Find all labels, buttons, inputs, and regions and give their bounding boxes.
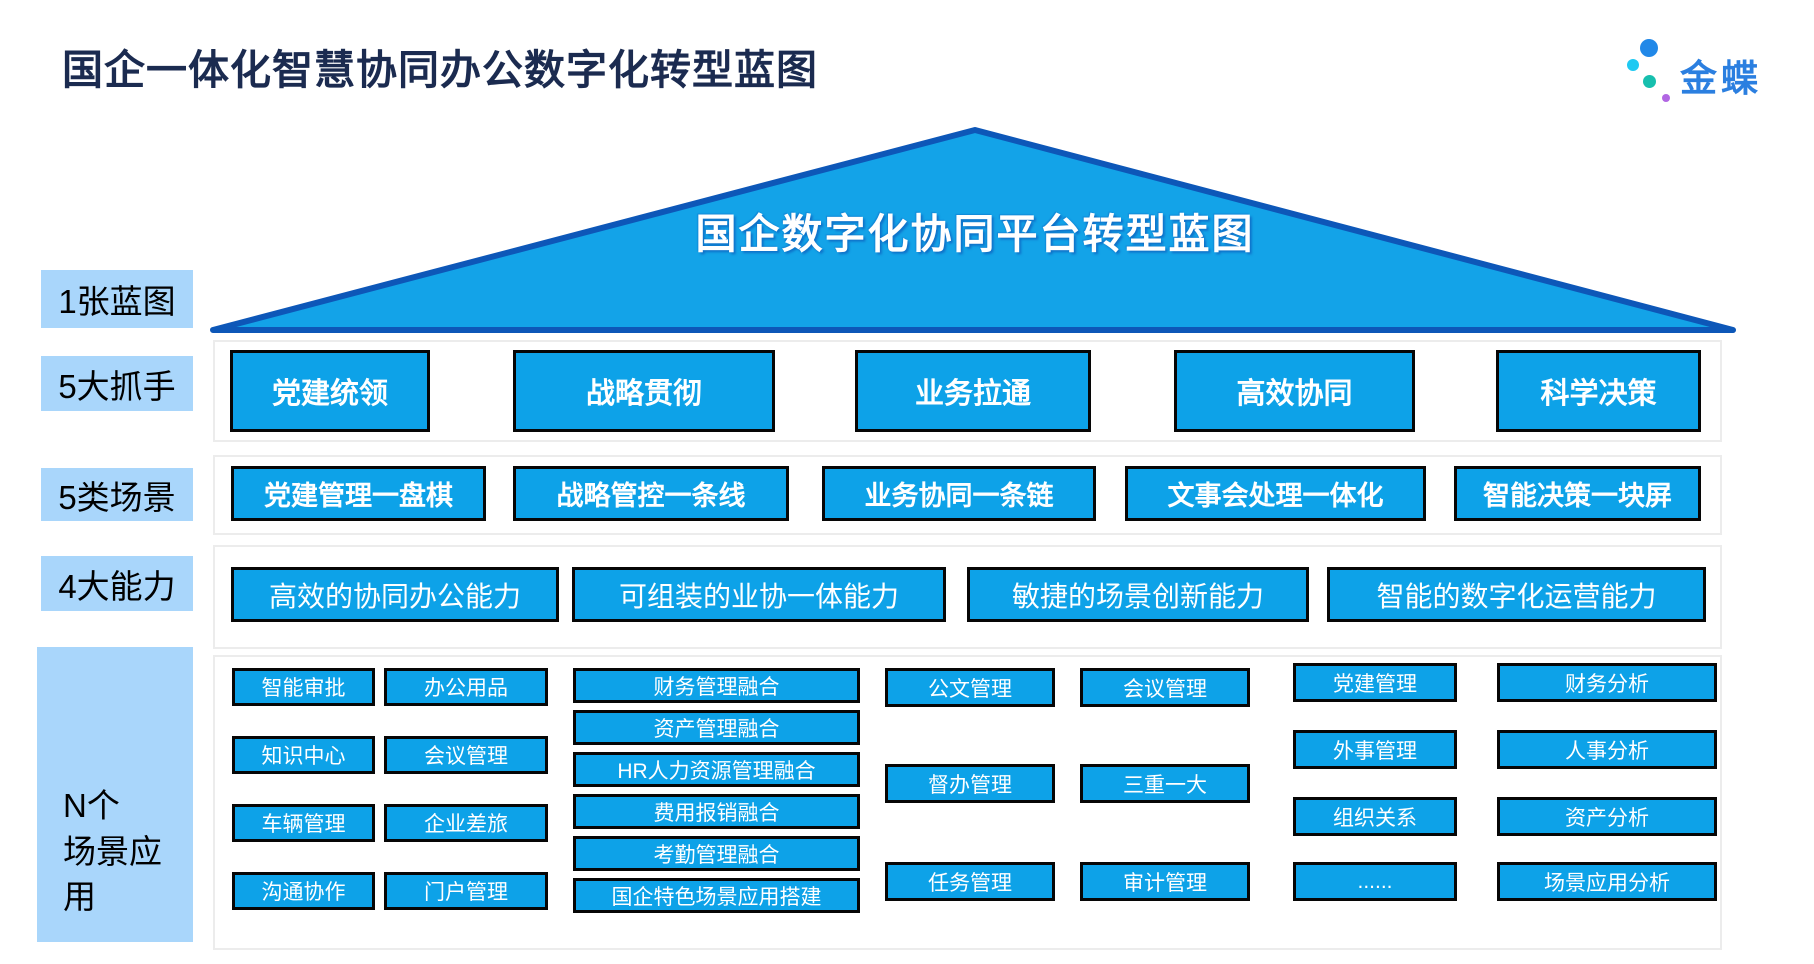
scene-item: 战略管控一条线 <box>513 466 789 521</box>
app-item: 组织关系 <box>1293 797 1457 836</box>
app-item: 任务管理 <box>885 862 1055 901</box>
app-item: 财务管理融合 <box>573 668 860 703</box>
app-item: 会议管理 <box>1080 668 1250 707</box>
side-label-apps-line1: N个 <box>63 787 120 825</box>
app-item: 国企特色场景应用搭建 <box>573 878 860 913</box>
grip-item: 科学决策 <box>1496 350 1701 432</box>
app-item: 资产管理融合 <box>573 710 860 745</box>
grip-item: 党建统领 <box>230 350 430 432</box>
grip-item: 战略贯彻 <box>513 350 775 432</box>
side-label-grips: 5大抓手 <box>41 356 193 411</box>
app-item: 车辆管理 <box>232 804 375 842</box>
logo-dot-cyan-icon <box>1627 59 1639 71</box>
capability-item: 高效的协同办公能力 <box>231 567 559 622</box>
app-item: 会议管理 <box>384 736 548 774</box>
app-item: 督办管理 <box>885 764 1055 803</box>
app-item: 公文管理 <box>885 668 1055 707</box>
capability-item: 敏捷的场景创新能力 <box>967 567 1309 622</box>
pyramid-title: 国企数字化协同平台转型蓝图 <box>695 211 1255 257</box>
app-item: HR人力资源管理融合 <box>573 752 860 787</box>
side-label-apps-line2: 场景应用 <box>63 832 162 916</box>
grip-item: 高效协同 <box>1174 350 1415 432</box>
scene-item: 党建管理一盘棋 <box>231 466 486 521</box>
capability-item: 可组装的业协一体能力 <box>572 567 946 622</box>
app-item: ...... <box>1293 862 1457 901</box>
scene-item: 文事会处理一体化 <box>1125 466 1426 521</box>
app-item: 智能审批 <box>232 668 375 706</box>
app-item: 费用报销融合 <box>573 794 860 829</box>
app-item: 三重一大 <box>1080 764 1250 803</box>
capability-item: 智能的数字化运营能力 <box>1327 567 1706 622</box>
app-item: 场景应用分析 <box>1497 862 1717 901</box>
app-item: 人事分析 <box>1497 730 1717 769</box>
side-label-blueprint: 1张蓝图 <box>41 270 193 328</box>
app-item: 办公用品 <box>384 668 548 706</box>
app-item: 审计管理 <box>1080 862 1250 901</box>
pyramid-shape <box>210 127 1736 333</box>
app-item: 企业差旅 <box>384 804 548 842</box>
scene-item: 业务协同一条链 <box>822 466 1096 521</box>
app-item: 沟通协作 <box>232 872 375 910</box>
scene-item: 智能决策一块屏 <box>1454 466 1701 521</box>
logo-dot-purple-icon <box>1662 94 1670 102</box>
grip-item: 业务拉通 <box>855 350 1091 432</box>
page-title: 国企一体化智慧协同办公数字化转型蓝图 <box>62 47 818 93</box>
logo-text: 金蝶 <box>1680 58 1762 99</box>
side-label-capabilities: 4大能力 <box>41 556 193 611</box>
logo-dot-teal-icon <box>1643 75 1656 88</box>
side-label-scenes: 5类场景 <box>41 468 193 521</box>
app-item: 党建管理 <box>1293 663 1457 702</box>
app-item: 外事管理 <box>1293 730 1457 769</box>
side-label-apps: N个 场景应用 <box>37 647 193 942</box>
app-item: 门户管理 <box>384 872 548 910</box>
app-item: 知识中心 <box>232 736 375 774</box>
app-item: 考勤管理融合 <box>573 836 860 871</box>
app-item: 资产分析 <box>1497 797 1717 836</box>
logo-dot-blue-icon <box>1640 39 1658 57</box>
app-item: 财务分析 <box>1497 663 1717 702</box>
